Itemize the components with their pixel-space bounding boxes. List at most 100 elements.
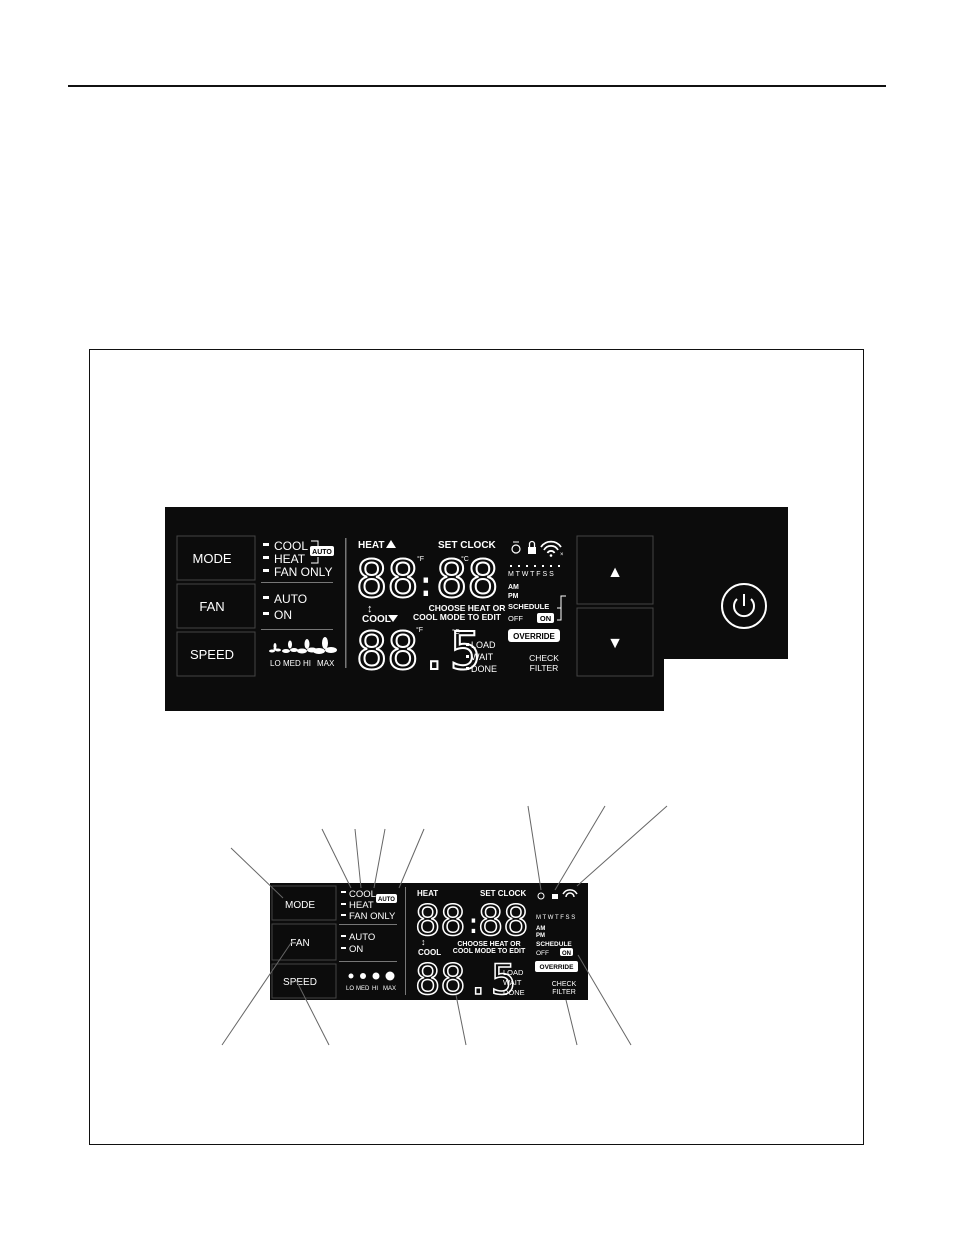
svg-text:×: ×	[560, 552, 564, 558]
small-cool-setpoint-label: COOL	[418, 948, 441, 957]
small-speed-button[interactable]: SPEED	[271, 963, 337, 999]
fan-list: AUTO ON	[263, 592, 307, 622]
small-mode-list: COOL HEAT FAN ONLY AUTO AUTO ON LO MED H…	[339, 889, 397, 992]
small-fan-label: FAN	[290, 938, 309, 949]
small-panel: MODE FAN SPEED COOL HEAT FAN ONLY AUTO A…	[270, 883, 588, 1005]
override-badge: OVERRIDE	[513, 632, 555, 641]
small-filter-alert-icon	[537, 892, 545, 900]
mode-cool-label: COOL	[274, 539, 308, 553]
room-temp-unit-f: °F	[416, 626, 423, 634]
small-am-label: AM	[536, 926, 545, 932]
down-button[interactable]: ▼	[576, 607, 654, 677]
fan-button-label: FAN	[199, 599, 224, 614]
small-load-label: LOAD	[503, 968, 524, 977]
heat-setpoint-label: HEAT	[358, 540, 384, 551]
small-heat-label: HEAT	[349, 900, 374, 911]
speed-med-label: MED	[283, 659, 301, 668]
small-override-badge: OVERRIDE	[540, 964, 575, 971]
small-mode-button[interactable]: MODE	[271, 885, 337, 921]
set-clock-label: SET CLOCK	[438, 540, 497, 551]
down-arrow-icon: ▼	[607, 635, 623, 652]
choose-mode-line2: COOL MODE TO EDIT	[413, 612, 502, 622]
speed-button[interactable]: SPEED	[176, 631, 256, 677]
up-button[interactable]: ▲	[576, 535, 654, 605]
schedule-label: SCHEDULE	[508, 602, 549, 611]
days-of-week: M T W T F S S	[508, 571, 554, 578]
lock-icon	[528, 540, 536, 554]
small-fan-max-icon	[385, 971, 395, 981]
small-fan-only-label: FAN ONLY	[349, 911, 396, 922]
small-on-badge: ON	[562, 951, 571, 957]
status-column: × M T W T F S S AM PM SCHEDULE OFF ON OV…	[508, 540, 566, 673]
small-heat-digits: 88	[415, 896, 466, 945]
small-colon: :	[465, 907, 482, 940]
small-fan-med-icon	[360, 973, 366, 979]
wait-label: WAIT	[471, 652, 494, 662]
speed-lo-label: LO	[270, 659, 281, 668]
fan-button[interactable]: FAN	[176, 583, 256, 629]
unit-c-label: °C	[461, 555, 469, 563]
small-heat-setpoint-label: HEAT	[417, 889, 438, 898]
mode-heat-label: HEAT	[274, 552, 306, 566]
small-done-label: DONE	[503, 988, 525, 997]
small-temp-digits: 88.5	[415, 955, 516, 1004]
small-divider	[405, 887, 406, 995]
mode-button[interactable]: MODE	[176, 535, 256, 581]
mode-button-label: MODE	[193, 551, 232, 566]
room-temp-unit-c: °C	[452, 628, 460, 636]
small-hi-label: HI	[372, 986, 378, 992]
small-max-label: MAX	[383, 986, 396, 992]
load-label: LOAD	[471, 640, 496, 650]
schedule-off-label: OFF	[508, 614, 523, 623]
small-up-down-icon: ↕	[421, 937, 426, 947]
small-choose-line1: CHOOSE HEAT OR	[457, 941, 520, 948]
main-display: HEAT SET CLOCK 88 : 88 °F °C ↕ COOL CHOO…	[355, 540, 506, 683]
fan-auto-label: AUTO	[274, 592, 307, 606]
schedule-on-badge: ON	[540, 614, 551, 623]
small-mode-label: MODE	[285, 900, 315, 911]
choose-mode-line1: CHOOSE HEAT OR	[429, 603, 506, 613]
unit-f-label: °F	[417, 555, 424, 563]
small-check-label: CHECK	[552, 981, 577, 988]
small-fan-auto-label: AUTO	[349, 932, 375, 943]
wifi-icon: ×	[540, 540, 564, 558]
small-auto-badge: AUTO	[378, 897, 395, 903]
power-icon	[733, 594, 755, 618]
small-wifi-icon	[562, 889, 578, 898]
up-triangle-icon	[386, 540, 396, 548]
small-lock-icon	[552, 894, 558, 899]
filter-label: FILTER	[530, 663, 559, 673]
small-days-of-week: M T W T F S S	[536, 915, 575, 921]
down-triangle-icon	[388, 615, 398, 622]
heat-setpoint-digits: 88	[356, 550, 419, 610]
small-fan-on-label: ON	[349, 944, 363, 955]
cool-setpoint-label: COOL	[362, 614, 391, 625]
small-pm-label: PM	[536, 933, 545, 939]
divider	[261, 629, 333, 630]
small-choose-line2: COOL MODE TO EDIT	[453, 948, 526, 955]
small-set-clock-label: SET CLOCK	[480, 889, 526, 898]
fan-lo-icon	[269, 643, 281, 653]
day-dots	[510, 565, 560, 567]
small-cool-label: COOL	[349, 889, 376, 900]
small-wait-label: WAIT	[503, 978, 522, 987]
large-panel: MODE FAN SPEED COOL HEAT FAN ONLY AUTO A…	[165, 507, 788, 711]
am-label: AM	[508, 584, 519, 591]
clock-colon: :	[415, 564, 437, 605]
speed-indicator: LO MED HI MAX	[269, 637, 337, 668]
fan-med-icon	[282, 640, 298, 653]
speed-button-label: SPEED	[190, 647, 234, 662]
small-display: HEAT SET CLOCK 88 : 88 ↕ COOL CHOOSE HEA…	[414, 889, 529, 1005]
power-button[interactable]	[721, 583, 767, 629]
small-med-label: MED	[356, 986, 370, 992]
small-fan-button[interactable]: FAN	[271, 923, 337, 961]
auto-badge: AUTO	[312, 549, 332, 556]
divider	[261, 582, 333, 583]
filter-alert-icon	[511, 541, 521, 554]
divider	[345, 538, 347, 668]
speed-max-label: MAX	[317, 659, 335, 668]
check-label: CHECK	[529, 653, 559, 663]
up-down-icon: ↕	[367, 603, 373, 615]
small-status-column: M T W T F S S AM PM SCHEDULE OFF ON OVER…	[535, 889, 578, 996]
small-filter-label: FILTER	[552, 989, 576, 996]
